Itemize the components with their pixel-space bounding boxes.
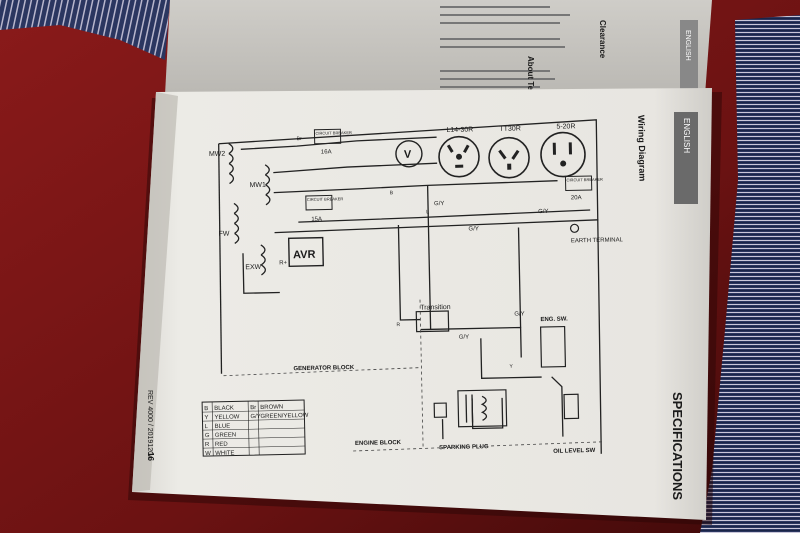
legend-cell: BLUE <box>215 424 231 430</box>
legend-cell: G/Y <box>250 414 260 420</box>
svg-text:MW2: MW2 <box>209 151 226 158</box>
legend-cell: GREEN <box>215 432 236 438</box>
voltmeter-icon <box>395 140 423 168</box>
avr-box <box>287 236 324 268</box>
svg-text:MW1: MW1 <box>249 182 266 189</box>
legend-cell: BLACK <box>214 406 234 412</box>
svg-text:FW: FW <box>219 231 230 238</box>
legend-cell: Y <box>204 415 208 421</box>
legend-cell: RED <box>215 442 228 448</box>
engine-switch <box>539 325 567 368</box>
svg-text:G/Y: G/Y <box>514 311 524 317</box>
coil-exw: EXW <box>245 244 266 276</box>
svg-text:B: B <box>390 190 394 196</box>
outlet-tt30-label: TT30R <box>499 125 521 132</box>
svg-text:16A: 16A <box>321 149 332 155</box>
svg-text:G/Y: G/Y <box>538 209 548 215</box>
engine-block-label: ENGINE BLOCK <box>355 440 402 447</box>
oil-level-switch <box>563 393 580 420</box>
svg-text:CIRCUIT BREAKER: CIRCUIT BREAKER <box>307 196 344 202</box>
generator-block-label: GENERATOR BLOCK <box>293 365 355 372</box>
legend-cell: L <box>205 424 209 430</box>
legend-cell: B <box>204 406 208 412</box>
spark-plug-coil <box>457 389 508 428</box>
page-footer: REV 4000 / 20191204 <box>146 390 153 459</box>
transition-box <box>415 310 450 333</box>
svg-text:20A: 20A <box>571 195 582 201</box>
svg-text:Br: Br <box>297 136 302 142</box>
svg-text:G/Y: G/Y <box>459 335 469 341</box>
legend-cell: WHITE <box>215 450 234 456</box>
svg-text:SPARKING PLUG: SPARKING PLUG <box>439 444 489 451</box>
breaker-right: CIRCUIT BREAKER 20A <box>564 175 603 201</box>
coil-fw: FW <box>219 202 240 244</box>
legend-cell: YELLOW <box>214 414 239 421</box>
blue-towel-top <box>0 0 170 60</box>
page-number: 16 <box>146 452 155 461</box>
svg-text:R: R <box>396 322 400 328</box>
svg-text:L: L <box>426 209 429 215</box>
right-tab-label: ENGLISH <box>682 118 691 153</box>
outlet-tt30r: TT30R <box>488 125 530 179</box>
top-page <box>165 0 712 100</box>
blue-towel-right <box>700 15 800 533</box>
svg-text:CIRCUIT BREAKER: CIRCUIT BREAKER <box>315 130 352 136</box>
svg-text:V: V <box>404 149 412 161</box>
svg-text:Transition: Transition <box>420 304 451 312</box>
right-tab <box>674 112 698 204</box>
outlet-5-20r: 5-20R <box>540 123 586 178</box>
svg-text:OIL LEVEL SW: OIL LEVEL SW <box>553 448 596 455</box>
breaker-mid: CIRCUIT BREAKER 15A <box>305 194 344 223</box>
legend-cell: G <box>205 433 210 439</box>
top-page-tab <box>680 20 698 90</box>
svg-text:G/Y: G/Y <box>468 226 478 232</box>
outlet-l14-30r: L14-30R <box>438 126 480 178</box>
legend-cell: Br <box>250 405 256 411</box>
svg-text:CIRCUIT BREAKER: CIRCUIT BREAKER <box>566 177 603 183</box>
earth-label: EARTH TERMINAL <box>571 237 624 244</box>
coil-mw2: MW2 <box>209 142 235 185</box>
svg-text:G/Y: G/Y <box>434 201 444 207</box>
avr-label: AVR <box>293 249 316 261</box>
svg-text:ENG. SW.: ENG. SW. <box>540 316 568 323</box>
legend-cell: GREEN/YELLOW <box>260 413 308 420</box>
main-page <box>132 88 712 520</box>
outlet-l14-label: L14-30R <box>446 126 473 134</box>
svg-text:15A: 15A <box>311 217 322 223</box>
wiring-diagram: Wiring Diagram L14-30R TT30R 5-20R <box>201 115 648 457</box>
legend-cell: R <box>205 442 210 448</box>
svg-text:EXW: EXW <box>245 264 261 271</box>
specifications-title: SPECIFICATIONS <box>670 392 685 500</box>
diagram-title: Wiring Diagram <box>636 115 647 182</box>
top-clearance-heading: Clearance <box>598 20 607 59</box>
top-page-tab-label: ENGLISH <box>684 30 691 61</box>
top-page-text-lines <box>440 6 570 88</box>
legend-cell: W <box>205 451 211 457</box>
svg-text:R+: R+ <box>279 260 287 266</box>
legend-cell: BROWN <box>260 404 283 410</box>
svg-text:Y: Y <box>509 364 513 370</box>
outlet-520-label: 5-20R <box>556 123 575 130</box>
coil-mw1: MW1 <box>249 164 271 206</box>
